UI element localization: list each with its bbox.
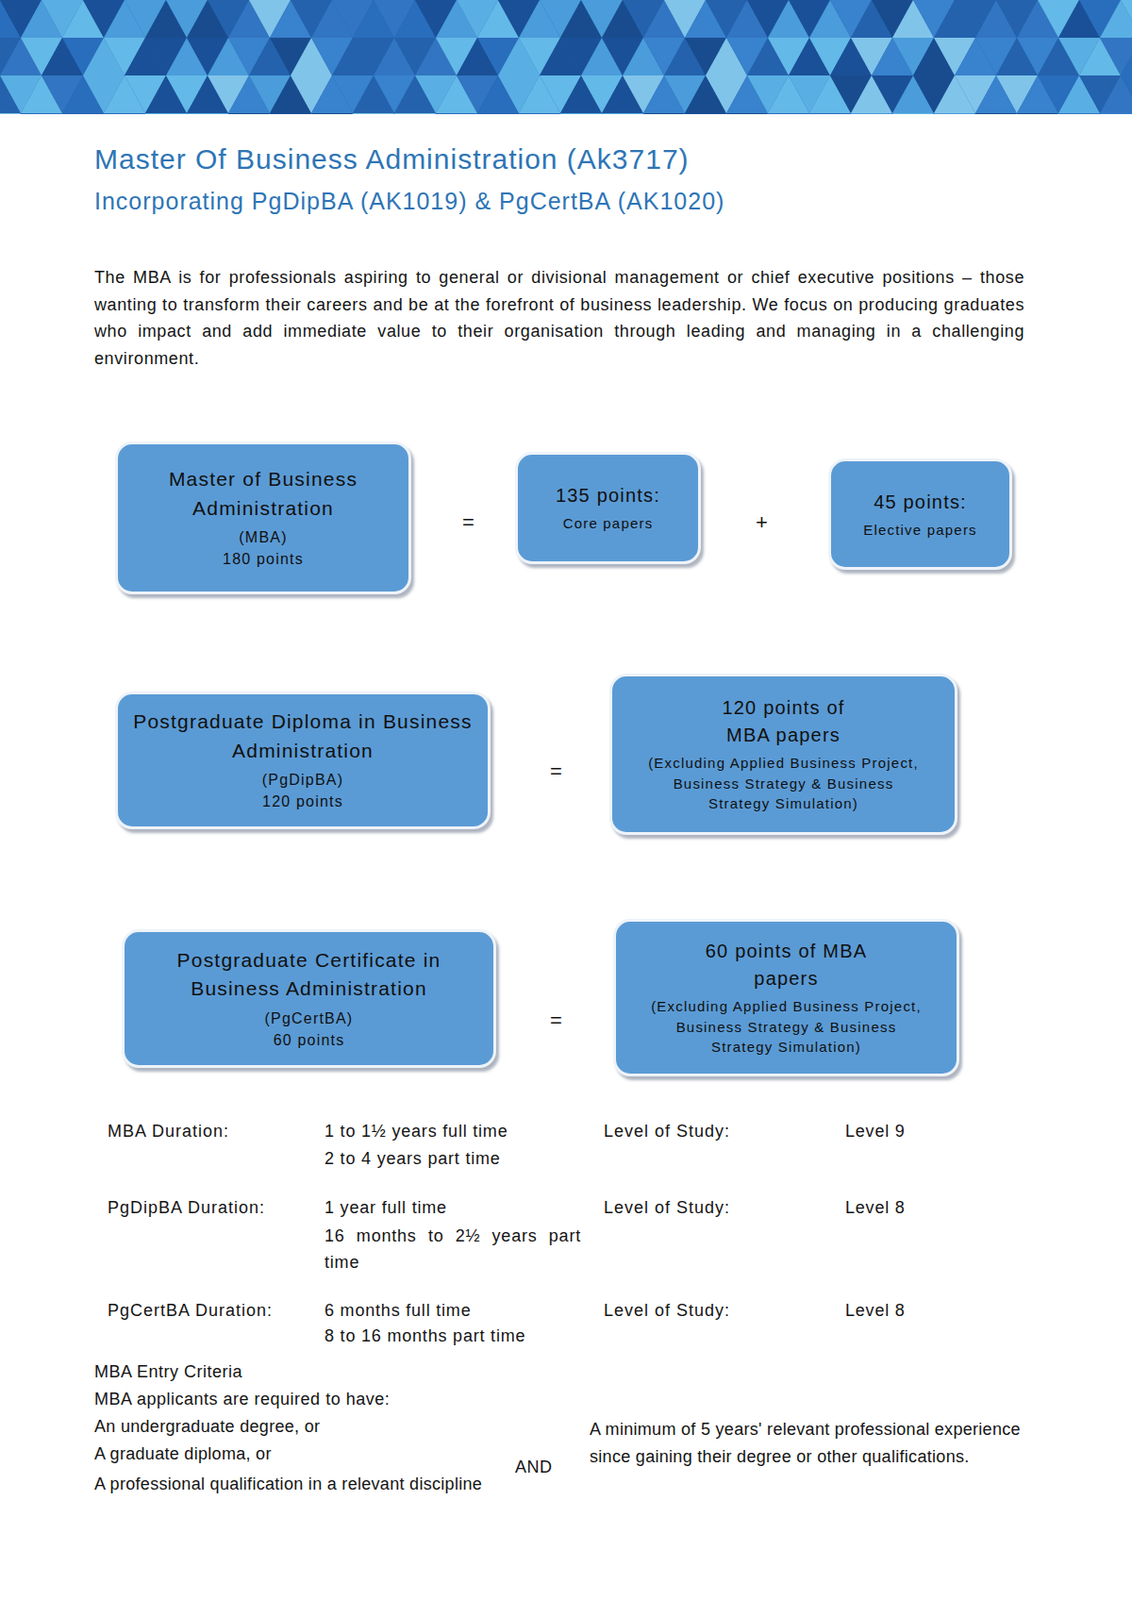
box-text: (PgCertBA) (265, 1007, 354, 1030)
banner-triangle (435, 113, 478, 115)
banner-triangle (643, 113, 685, 115)
section-heading: MBA Entry Criteria (94, 1361, 243, 1383)
box-text: 60 points of MBA papers (701, 937, 872, 993)
table-cell: 8 to 16 months part time (324, 1325, 526, 1348)
program-box: Postgraduate Diploma in Business Adminis… (115, 691, 491, 830)
box-text: Postgraduate Diploma in Business Adminis… (131, 707, 475, 766)
program-box: 135 points: Core papers (515, 451, 701, 565)
box-text: Postgraduate Certificate in Business Adm… (137, 946, 481, 1004)
box-text: Core papers (563, 513, 654, 534)
box-text: 135 points: (555, 482, 661, 510)
subtitle: Incorporating PgDipBA (AK1019) & PgCertB… (94, 186, 725, 217)
box-text: 180 points (222, 548, 304, 570)
plus-sign: + (755, 509, 768, 536)
banner-triangle (1120, 0, 1132, 38)
table-label: Level of Study: (603, 1197, 731, 1219)
banner-triangle (809, 113, 851, 115)
program-box: Postgraduate Certificate in Business Adm… (121, 929, 497, 1068)
banner-triangle (1099, 113, 1132, 115)
banner-triangle (933, 113, 976, 115)
program-box: 45 points:Elective papers (828, 458, 1013, 570)
box-text: (Excluding Applied Business Project, Bus… (642, 752, 926, 815)
program-box: Master of Business Administration (MBA)18… (115, 441, 412, 595)
table-cell: Level 8 (845, 1299, 906, 1322)
banner-triangle (0, 113, 21, 115)
equals-sign: = (549, 1007, 563, 1034)
criteria-text: A minimum of 5 years' relevant professio… (589, 1415, 1033, 1471)
banner-triangle (1016, 113, 1059, 115)
banner-triangle (394, 113, 436, 115)
criteria-text: A professional qualification in a releva… (94, 1470, 500, 1499)
table-cell: Level 9 (845, 1120, 906, 1143)
box-text: (Excluding Applied Business Project, Bus… (645, 996, 929, 1058)
criteria-text: MBA applicants are required to have: (94, 1388, 390, 1411)
table-cell: 6 months full time (324, 1299, 471, 1322)
banner-triangle (103, 113, 146, 115)
banner-triangle (518, 113, 561, 115)
table-cell: 2 to 4 years part time (324, 1148, 501, 1170)
banner-triangle (20, 113, 63, 115)
program-box: 60 points of MBA papers(Excluding Applie… (613, 918, 960, 1077)
box-text: 60 points (273, 1029, 346, 1051)
banner-pattern (0, 0, 1132, 115)
banner-triangle (228, 113, 270, 115)
banner-triangle (850, 113, 893, 115)
table-label: Level of Study: (603, 1120, 731, 1143)
table-cell: 1 to 1½ years full time (324, 1120, 508, 1143)
table-label: MBA Duration: (107, 1120, 230, 1143)
equals-sign: = (462, 509, 475, 536)
banner-triangle (477, 113, 519, 115)
box-text: Master of Business Administration (131, 465, 396, 523)
page-title: Master Of Business Administration (Ak371… (94, 143, 690, 176)
banner-triangle (1058, 113, 1100, 115)
criteria-connector: AND (515, 1456, 553, 1479)
banner-triangle (186, 113, 229, 115)
banner-triangle (767, 113, 810, 115)
box-text: (PgDipBA) (262, 768, 344, 791)
table-cell: Level 8 (845, 1197, 906, 1219)
criteria-text: A graduate diploma, or (94, 1443, 272, 1465)
banner-triangle (62, 113, 104, 115)
box-text: 45 points: (873, 488, 967, 517)
banner-triangle (560, 113, 602, 115)
banner-triangle (352, 113, 395, 115)
box-text: 120 points (262, 790, 344, 813)
banner-triangle (892, 113, 934, 115)
table-cell: 1 year full time (324, 1197, 448, 1219)
table-label: PgCertBA Duration: (107, 1299, 273, 1322)
table-label: PgDipBA Duration: (107, 1197, 266, 1219)
banner-triangle (601, 113, 644, 115)
equals-sign: = (549, 758, 563, 785)
box-text: Elective papers (863, 519, 978, 541)
banner-triangle (311, 113, 353, 115)
intro-paragraph: The MBA is for professionals aspiring to… (94, 264, 1025, 372)
banner-triangle (145, 113, 187, 115)
banner-triangle (684, 113, 727, 115)
box-text: 120 points of MBA papers (699, 694, 869, 750)
banner-triangle (975, 113, 1017, 115)
banner-triangle (1120, 113, 1132, 115)
banner-triangle (1120, 37, 1132, 76)
banner-triangle (726, 113, 768, 115)
table-cell: 16 months to 2½ years part time (324, 1222, 582, 1276)
program-box: 120 points of MBA papers(Excluding Appli… (609, 673, 958, 835)
box-text: (MBA) (238, 526, 287, 549)
banner-triangle (1120, 75, 1132, 114)
criteria-text: An undergraduate degree, or (94, 1415, 320, 1438)
banner-triangle (269, 113, 312, 115)
table-label: Level of Study: (603, 1299, 731, 1322)
